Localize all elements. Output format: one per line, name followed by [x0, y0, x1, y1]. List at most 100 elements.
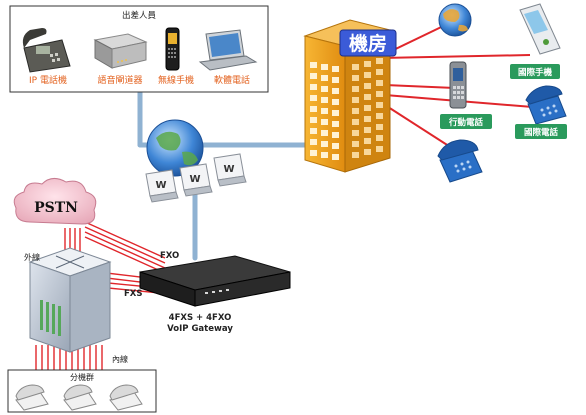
building-window — [364, 83, 371, 89]
building-window — [321, 152, 328, 158]
mobile-badge: 行動電話 — [440, 114, 492, 129]
svg-text:W: W — [189, 174, 200, 185]
building-window — [332, 88, 339, 94]
remote-users-box: 出差人員 IP 電話機 語音閘道器 無線手機 軟 — [9, 5, 269, 93]
mobile-label: 行動電話 — [448, 117, 484, 128]
gateway-label-line2: VoIP Gateway — [167, 324, 233, 334]
voice-gateway-device-icon — [93, 33, 148, 69]
building-window — [332, 99, 339, 105]
building-window — [352, 64, 359, 70]
pstn-label: PSTN — [34, 200, 78, 216]
building-window — [310, 117, 317, 123]
voice-gateway-label: 語音閘道器 — [97, 74, 142, 86]
ip-phone-icon — [22, 28, 71, 73]
building-window — [310, 73, 317, 79]
building-window — [321, 75, 328, 81]
extension-phone-icon — [15, 384, 49, 411]
building-window — [364, 138, 371, 144]
building-window — [310, 128, 317, 134]
svg-text:W: W — [223, 164, 234, 175]
pstn-cloud-icon: PSTN — [13, 178, 97, 225]
building-window — [352, 119, 359, 125]
building-window — [321, 119, 328, 125]
extension-phone-icon — [109, 384, 143, 411]
server-room-building-icon: 機房 — [303, 19, 397, 173]
building-window — [376, 91, 383, 97]
intl-mobile-badge: 國際手機 — [510, 64, 560, 79]
building-window — [376, 58, 383, 64]
fxs-label: FXS — [124, 289, 142, 299]
pbx-switch-icon — [28, 247, 112, 353]
building-window — [376, 102, 383, 108]
www-keys: W W W — [145, 153, 247, 203]
building-window — [332, 121, 339, 127]
building-window — [376, 80, 383, 86]
building-window — [321, 64, 328, 70]
intl-desk-phone-icon — [525, 85, 567, 125]
inner-line-label: 內線 — [112, 354, 128, 364]
building-window — [321, 108, 328, 114]
building-window — [352, 152, 359, 158]
building-window — [352, 86, 359, 92]
building-window — [321, 141, 328, 147]
building-window — [310, 150, 317, 156]
building-window — [310, 139, 317, 145]
building-window — [364, 61, 371, 67]
remote-users-heading: 出差人員 — [122, 10, 157, 21]
intl-phone-badge: 國際電話 — [515, 124, 567, 139]
building-window — [376, 69, 383, 75]
laptop-softphone-icon — [198, 29, 258, 71]
wireless-handset-icon — [165, 27, 180, 71]
building-window — [332, 143, 339, 149]
building-window — [364, 127, 371, 133]
www-key-3: W — [213, 153, 247, 187]
svg-text:W: W — [155, 180, 166, 191]
building-window — [332, 154, 339, 160]
building-window — [364, 94, 371, 100]
outer-line-label: 外線 — [24, 252, 40, 262]
extension-group-label: 分機群 — [70, 372, 94, 382]
extension-phone-icon — [63, 384, 97, 411]
building-window — [332, 77, 339, 83]
building-window — [364, 72, 371, 78]
internet-globe-icon — [146, 119, 204, 177]
extension-group-box: 分機群 — [7, 369, 157, 413]
building-label-badge — [339, 29, 397, 57]
building-window — [332, 132, 339, 138]
gateway-label-line1: 4FXS + 4FXO — [169, 313, 232, 323]
building-window — [376, 135, 383, 141]
building-window — [310, 84, 317, 90]
www-key-1: W — [145, 169, 179, 203]
building-window — [364, 149, 371, 155]
building-windows — [310, 58, 383, 160]
remote-globe-icon — [438, 3, 472, 37]
fxo-label: FXO — [160, 251, 179, 261]
building-window — [310, 95, 317, 101]
mobile-phone-icon — [449, 61, 467, 109]
building-window — [352, 141, 359, 147]
building-window — [332, 66, 339, 72]
wireless-handset-label: 無線手機 — [158, 74, 194, 86]
building-window — [352, 97, 359, 103]
building-window — [321, 97, 328, 103]
building-window — [364, 105, 371, 111]
building-window — [352, 108, 359, 114]
www-key-2: W — [179, 163, 213, 197]
building-label: 機房 — [349, 32, 387, 55]
intl-mobile-label: 國際手機 — [518, 67, 553, 78]
building-window — [376, 124, 383, 130]
building-window — [352, 75, 359, 81]
building-window — [352, 130, 359, 136]
local-desk-phone-icon — [437, 139, 483, 183]
ip-phone-label: IP 電話機 — [29, 74, 67, 86]
building-window — [376, 146, 383, 152]
building-window — [376, 113, 383, 119]
voip-gateway-icon — [139, 255, 291, 307]
building-window — [332, 110, 339, 116]
softphone-label: 軟體電話 — [214, 74, 250, 86]
building-window — [364, 116, 371, 122]
intl-mobile-phone-icon — [519, 3, 561, 55]
building-window — [321, 130, 328, 136]
building-window — [310, 106, 317, 112]
